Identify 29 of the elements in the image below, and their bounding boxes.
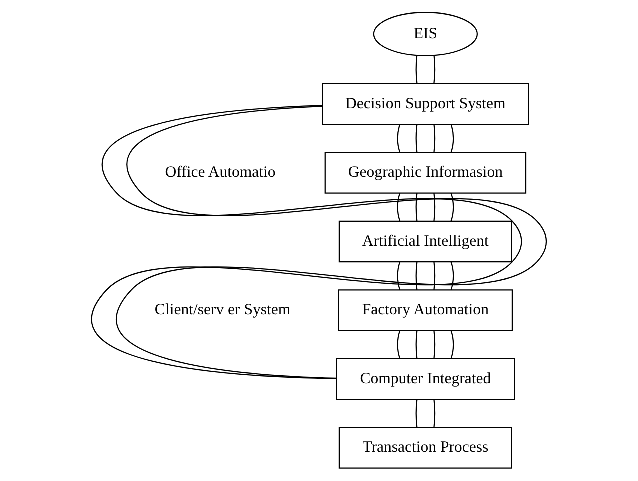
connector (397, 193, 401, 222)
connector (416, 400, 418, 428)
connector (450, 124, 454, 153)
connector (416, 330, 418, 359)
node-box: Artificial Intelligent (338, 220, 512, 263)
node-box: Transaction Process (338, 427, 512, 469)
node-box: Factory Automation (338, 290, 514, 332)
connector (434, 193, 436, 222)
label: Office Automatio (165, 164, 276, 182)
connector (450, 330, 454, 359)
connector (416, 262, 418, 290)
connector (434, 400, 436, 428)
connector (397, 262, 401, 290)
connector (416, 56, 418, 84)
connector (416, 193, 418, 222)
node-box: Geographic Informasion (324, 152, 527, 194)
connector (397, 330, 401, 359)
connector (397, 124, 401, 153)
connector (450, 262, 454, 290)
connector (434, 330, 436, 359)
connector (450, 193, 454, 222)
node-box: Decision Support System (322, 83, 530, 126)
node-box: Computer Integrated (336, 358, 516, 400)
label: Client/serv er System (154, 302, 291, 319)
node-ellipse: EIS (373, 12, 478, 56)
connector (434, 262, 436, 290)
connector (434, 124, 436, 152)
connector (434, 56, 436, 84)
connector (416, 124, 418, 152)
